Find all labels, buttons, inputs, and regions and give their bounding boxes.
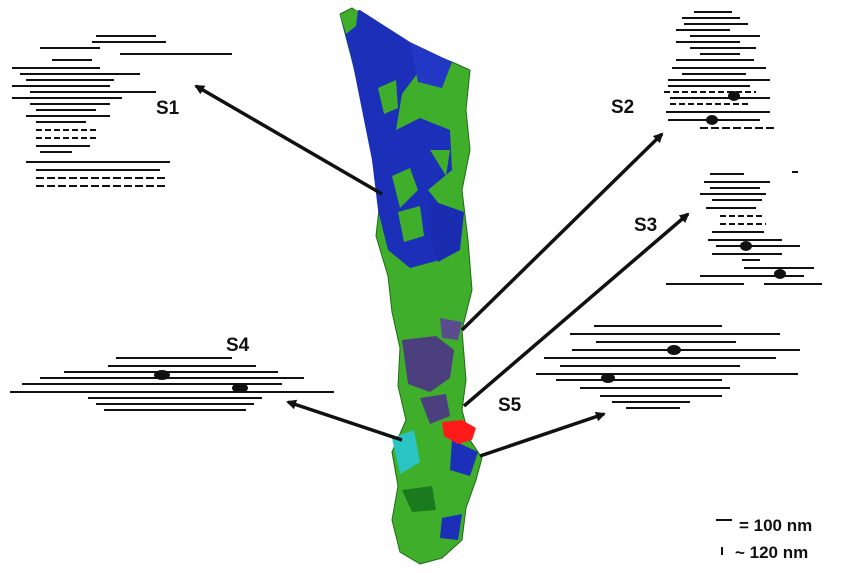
- pattern-s5: [536, 325, 800, 409]
- pattern-s2: [664, 11, 776, 129]
- red-marker: [442, 420, 476, 444]
- label-s3: S3: [634, 215, 658, 236]
- pattern-s4: [10, 357, 334, 411]
- scale-legend: [716, 519, 732, 555]
- pattern-s1: [12, 35, 232, 187]
- pattern-s3: [666, 171, 822, 285]
- legend-vertical-text: ~ 120 nm: [735, 543, 809, 562]
- legend-horizontal-text: = 100 nm: [739, 516, 813, 535]
- label-s5: S5: [498, 395, 522, 416]
- arrow-to-s5-pattern: [479, 411, 606, 458]
- label-s4: S4: [226, 335, 250, 356]
- label-s2: S2: [611, 97, 635, 118]
- label-s1: S1: [156, 98, 180, 119]
- arrow-to-s4: [286, 399, 403, 442]
- arrow-to-s3: [462, 212, 690, 408]
- fiber-structure: [339, 7, 483, 565]
- arrow-to-s1: [194, 84, 383, 196]
- arrow-to-s2: [460, 132, 664, 332]
